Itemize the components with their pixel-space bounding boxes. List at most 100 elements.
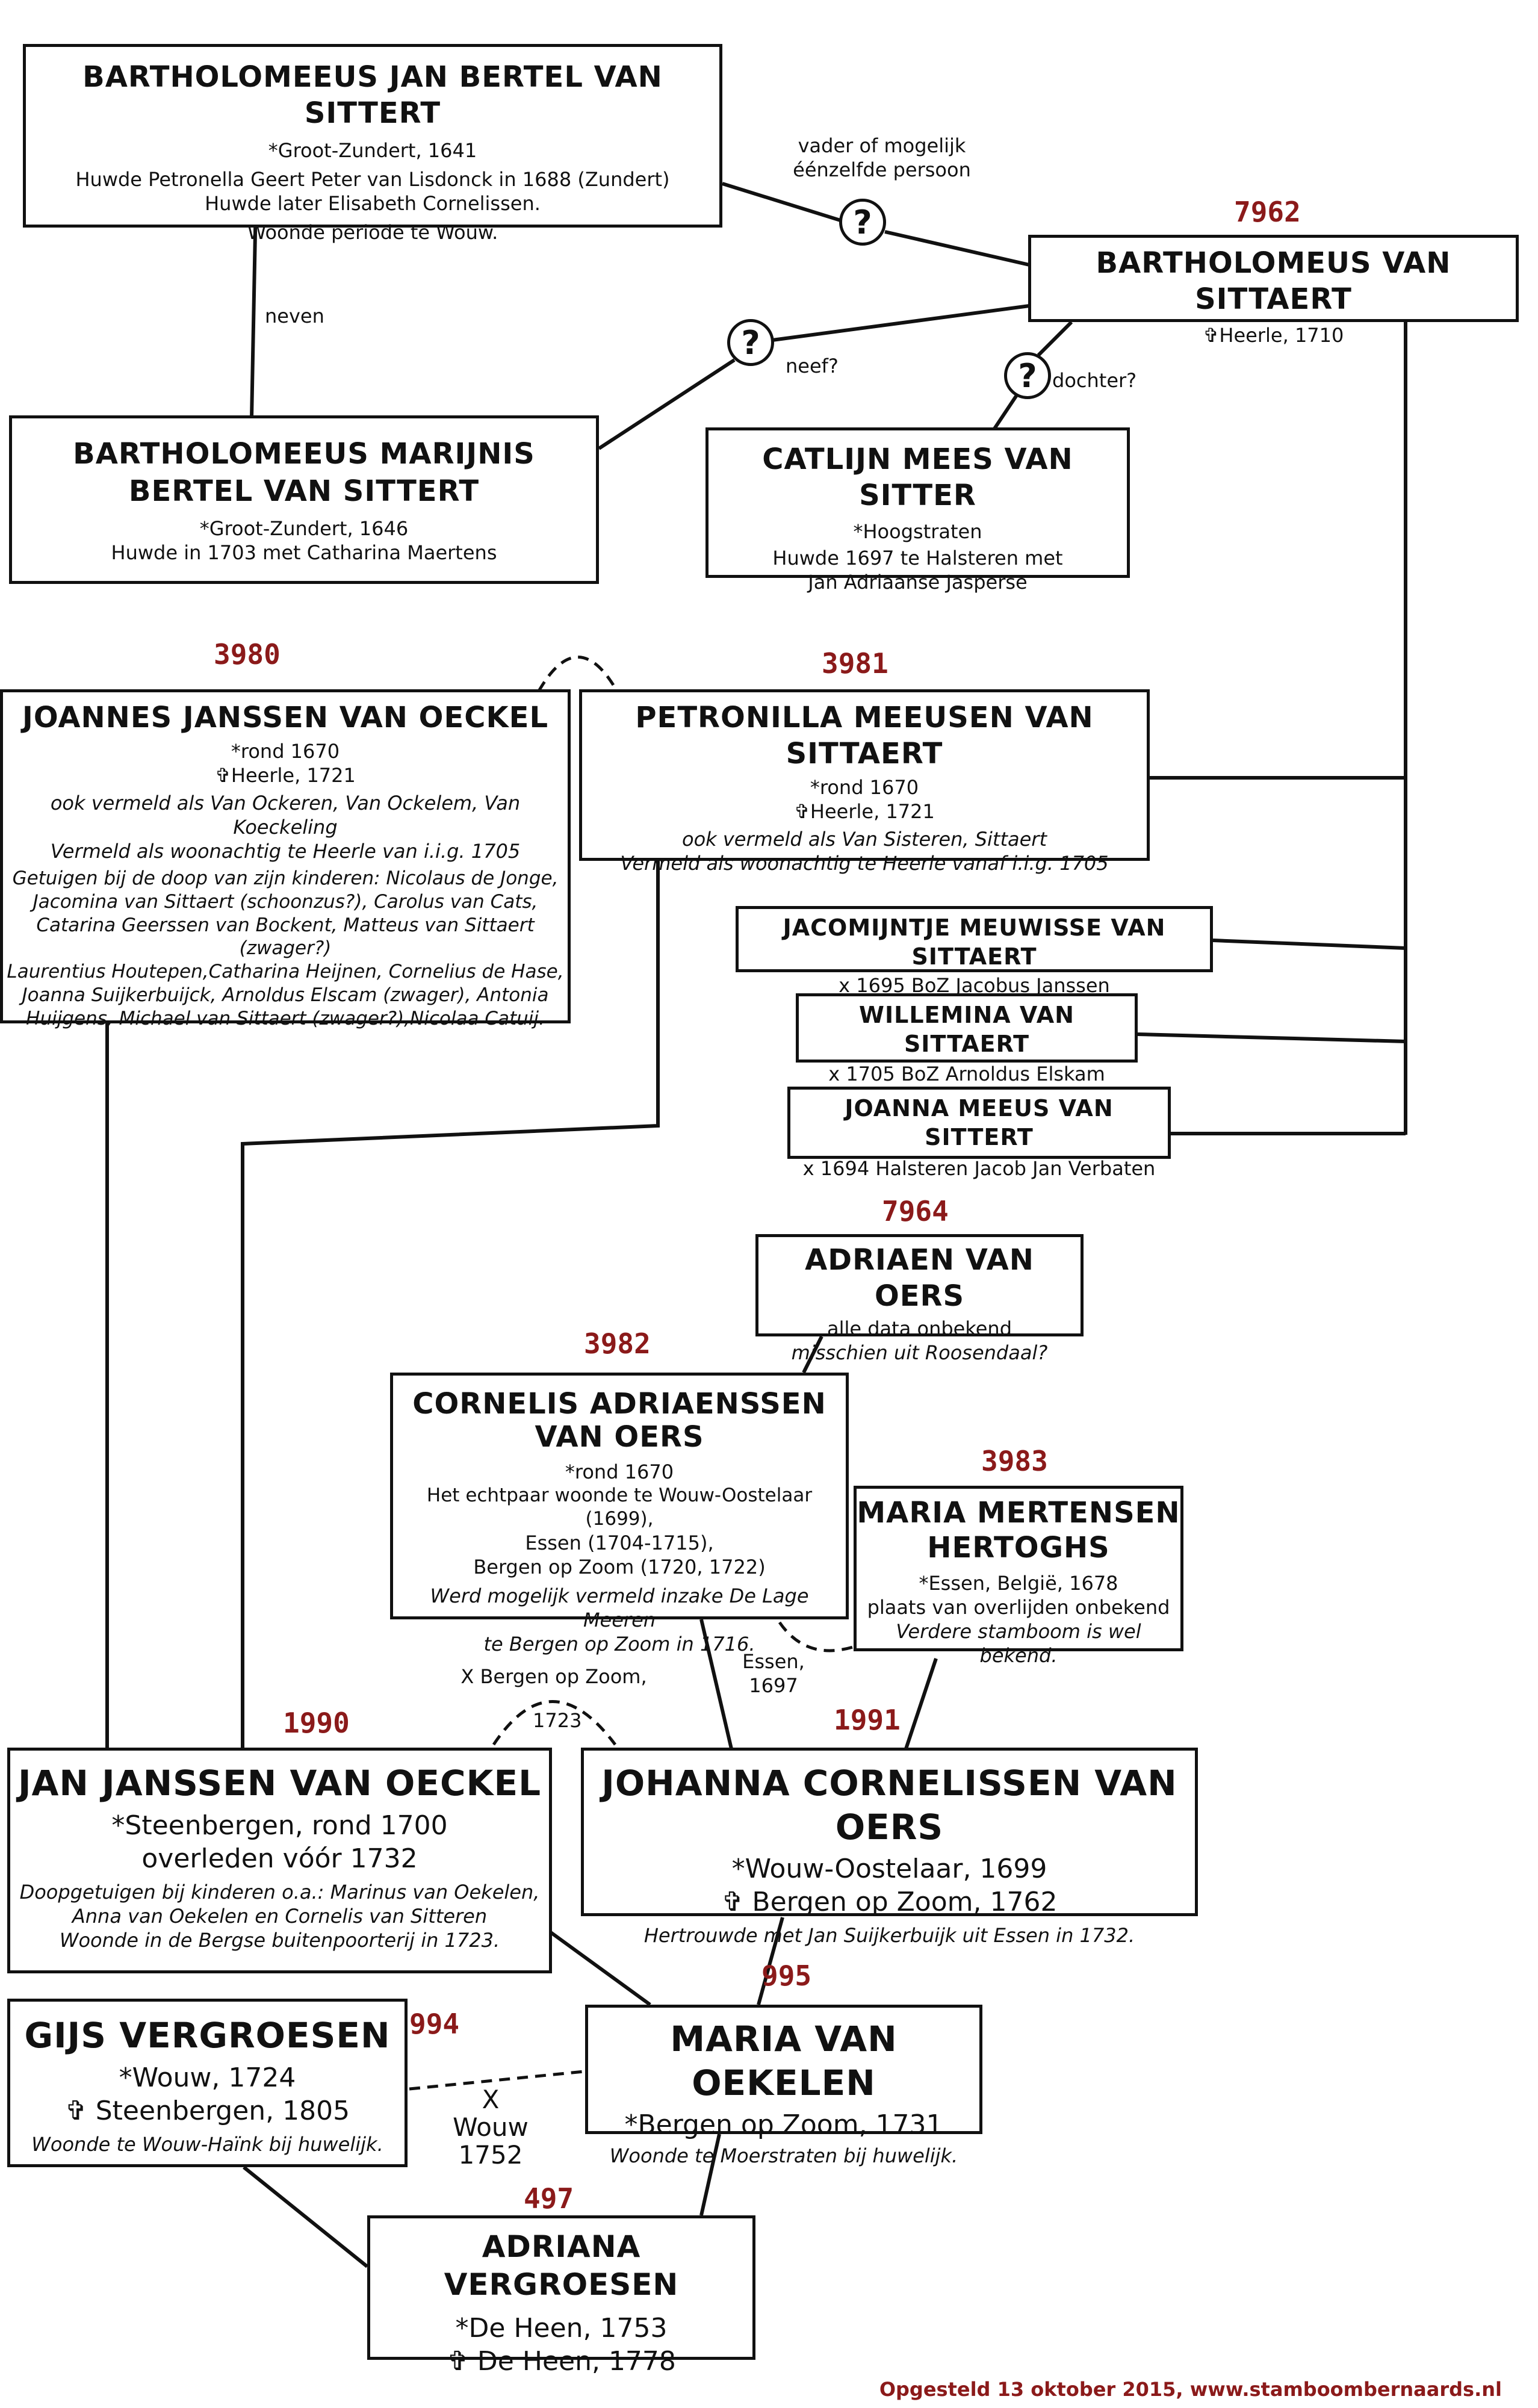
person-detail: *Groot-Zundert, 1641 bbox=[268, 139, 477, 162]
person-name: JOANNES JANSSEN VAN OECKEL bbox=[22, 701, 549, 734]
person-box-jacomijntje[interactable]: JACOMIJNTJE MEUWISSE VAN SITTAERT x 1695… bbox=[736, 906, 1213, 997]
person-box-bartholomeeus-jan-bertel[interactable]: BARTHOLOMEEUS JAN BERTEL VAN SITTERT *Gr… bbox=[23, 44, 722, 244]
number-1991: 1991 bbox=[834, 1704, 901, 1736]
person-box-joanna-meeus[interactable]: JOANNA MEEUS VAN SITTERT x 1694 Halstere… bbox=[787, 1087, 1171, 1180]
person-note: ook vermeld als Van Ockeren, Van Ockelem… bbox=[50, 792, 521, 839]
person-detail: Huwde 1697 te Halsteren met bbox=[772, 547, 1063, 569]
line-question-bvs bbox=[884, 230, 1030, 267]
person-note: Doopgetuigen bij kinderen o.a.: Marinus … bbox=[19, 1880, 540, 1904]
label-marriage-1723-year: 1723 bbox=[533, 1709, 582, 1732]
person-box-jan-janssen[interactable]: JAN JANSSEN VAN OECKEL *Steenbergen, ron… bbox=[7, 1748, 552, 1973]
person-name: WILLEMINA VAN SITTAERT bbox=[859, 1002, 1074, 1057]
person-box-adriaen-van-oers[interactable]: ADRIAEN VAN OERS alle data onbekend miss… bbox=[755, 1234, 1084, 1364]
person-note: Werd mogelijk vermeld inzake De Lage Mee… bbox=[430, 1584, 809, 1631]
line-avo-cavo bbox=[802, 1335, 823, 1374]
line-janvo-mvo bbox=[550, 1931, 651, 2006]
person-box-joannes-janssen[interactable]: JOANNES JANSSEN VAN OECKEL *rond 1670 ✞H… bbox=[0, 689, 571, 1029]
person-detail: Bergen op Zoom (1720, 1722) bbox=[473, 1555, 766, 1578]
person-box-petronilla-meeusen[interactable]: PETRONILLA MEEUSEN VAN SITTAERT *rond 16… bbox=[579, 689, 1150, 875]
person-detail: Het echtpaar woonde te Wouw-Oostelaar (1… bbox=[426, 1485, 813, 1530]
person-note: Vermeld als woonachtig te Heerle vanaf i… bbox=[620, 852, 1109, 875]
person-box-willemina[interactable]: WILLEMINA VAN SITTAERT x 1705 BoZ Arnold… bbox=[796, 993, 1138, 1085]
person-name: BARTHOLOMEEUS JAN BERTEL VAN SITTERT bbox=[82, 60, 663, 130]
label-dochter: dochter? bbox=[1052, 369, 1137, 392]
number-3981: 3981 bbox=[822, 647, 888, 680]
person-detail: ✞Heerle, 1721 bbox=[215, 764, 356, 787]
person-name: BARTHOLOMEEUS MARIJNIS BERTEL VAN SITTER… bbox=[73, 437, 535, 509]
person-name: CATLIJN MEES VAN SITTER bbox=[762, 442, 1073, 512]
person-box-cornelis-adriaenssen[interactable]: CORNELIS ADRIAENSSEN VAN OERS *rond 1670… bbox=[390, 1373, 849, 1656]
person-box-adriana-vergroesen[interactable]: ADRIANA VERGROESEN *De Heen, 1753 ✞ De H… bbox=[367, 2215, 755, 2377]
person-detail: x 1705 BoZ Arnoldus Elskam bbox=[828, 1063, 1105, 1085]
label-neven: neven bbox=[265, 305, 324, 327]
person-name: ADRIANA VERGROESEN bbox=[444, 2229, 679, 2302]
person-box-bartholomeus-van-sittaert[interactable]: BARTHOLOMEUS VAN SITTAERT ✞Heerle, 1710 bbox=[1028, 235, 1519, 347]
person-box-bartholomeeus-marijnis[interactable]: BARTHOLOMEEUS MARIJNIS BERTEL VAN SITTER… bbox=[9, 415, 599, 584]
line-question-cmvs bbox=[991, 393, 1019, 432]
person-detail: *Steenbergen, rond 1700 bbox=[111, 1810, 448, 1841]
person-box-johanna-cornelissen[interactable]: JOHANNA CORNELISSEN VAN OERS *Wouw-Ooste… bbox=[581, 1748, 1198, 1947]
person-name: BARTHOLOMEUS VAN SITTAERT bbox=[1096, 246, 1451, 316]
person-detail: ✞ Bergen op Zoom, 1762 bbox=[721, 1887, 1058, 1917]
person-detail: *Wouw, 1724 bbox=[119, 2062, 296, 2093]
person-note: Jacomina van Sittaert (schoonzus?), Caro… bbox=[33, 890, 538, 913]
person-box-gijs-vergroesen[interactable]: GIJS VERGROESEN *Wouw, 1724 ✞ Steenberge… bbox=[7, 1999, 408, 2167]
line-mvo-av bbox=[699, 2133, 721, 2216]
marriage-arc-1990-1991 bbox=[492, 1700, 617, 1746]
person-name: JAN JANSSEN VAN OECKEL bbox=[17, 1763, 542, 1804]
line-neven bbox=[250, 201, 258, 419]
person-detail: *De Heen, 1753 bbox=[455, 2313, 668, 2344]
person-box-maria-mertensen[interactable]: MARIA MERTENSEN HERTOGHS *Essen, België,… bbox=[854, 1486, 1183, 1667]
person-note: ook vermeld als Van Sisteren, Sittaert bbox=[682, 828, 1047, 851]
number-7964: 7964 bbox=[882, 1195, 949, 1227]
person-detail: Essen (1704-1715), bbox=[525, 1531, 714, 1554]
label-marriage-1723: X Bergen op Zoom, bbox=[460, 1665, 647, 1688]
person-name: JACOMIJNTJE MEUWISSE VAN SITTAERT bbox=[783, 914, 1166, 970]
person-detail: plaats van overlijden onbekend bbox=[867, 1596, 1170, 1619]
number-7962: 7962 bbox=[1234, 196, 1301, 228]
person-detail: Huwde in 1703 met Catharina Maertens bbox=[111, 541, 497, 564]
person-detail: x 1695 BoZ Jacobus Janssen bbox=[839, 974, 1110, 997]
question-marker: ? bbox=[727, 319, 774, 366]
marriage-arc-3980-3981 bbox=[537, 656, 619, 692]
line-cavo-jcvo bbox=[699, 1619, 733, 1749]
person-name: JOHANNA CORNELISSEN VAN OERS bbox=[601, 1763, 1177, 1848]
person-note: Getuigen bij de doop van zijn kinderen: … bbox=[12, 867, 559, 889]
person-detail: Huwde later Elisabeth Cornelissen. bbox=[205, 192, 541, 215]
person-detail: Jan Adriaanse Jasperse bbox=[808, 571, 1028, 594]
number-1990: 1990 bbox=[283, 1707, 350, 1739]
person-note: Woonde te Moerstraten bij huwelijk. bbox=[609, 2144, 958, 2167]
person-detail: *rond 1670 bbox=[810, 776, 919, 799]
person-detail: Huwde Petronella Geert Peter van Lisdonc… bbox=[75, 168, 670, 191]
person-detail: overleden vóór 1732 bbox=[141, 1843, 418, 1874]
marriage-line-994-995 bbox=[409, 2069, 591, 2091]
person-detail: *rond 1670 bbox=[565, 1460, 674, 1484]
line-child-jmvs bbox=[1212, 939, 1406, 950]
number-3983: 3983 bbox=[981, 1445, 1048, 1477]
line-bjbvs-question bbox=[722, 182, 858, 228]
person-detail: *Wouw-Oostelaar, 1699 bbox=[731, 1854, 1047, 1884]
line-bvs-question-3 bbox=[1037, 320, 1073, 357]
person-note: misschien uit Roosendaal? bbox=[791, 1341, 1048, 1364]
line-question-bvs-2 bbox=[772, 304, 1030, 342]
number-3980: 3980 bbox=[214, 638, 281, 671]
person-name: GIJS VERGROESEN bbox=[24, 2015, 391, 2056]
person-detail: x 1694 Halsteren Jacob Jan Verbaten bbox=[802, 1157, 1156, 1180]
person-note: Vermeld als woonachtig te Heerle van i.i… bbox=[50, 840, 521, 863]
person-box-maria-van-oekelen[interactable]: MARIA VAN OEKELEN *Bergen op Zoom, 1731 … bbox=[585, 2005, 982, 2167]
person-note: Joanna Suijkerbuijck, Arnoldus Elscam (z… bbox=[22, 984, 549, 1006]
number-994: 994 bbox=[409, 2008, 460, 2040]
person-note: Verdere stamboom is wel bekend. bbox=[896, 1620, 1141, 1668]
person-note: Anna van Oekelen en Cornelis van Sittere… bbox=[72, 1904, 488, 1928]
person-name: MARIA VAN OEKELEN bbox=[670, 2019, 898, 2103]
person-name: CORNELIS ADRIAENSSEN VAN OERS bbox=[412, 1387, 826, 1454]
person-box-catlijn-mees[interactable]: CATLIJN MEES VAN SITTER *Hoogstraten Huw… bbox=[705, 427, 1130, 594]
footer-credit: Opgesteld 13 oktober 2015, www.stamboomb… bbox=[879, 2378, 1502, 2401]
person-note: Woonde te Wouw-Haïnk bij huwelijk. bbox=[31, 2132, 383, 2156]
person-detail: *Hoogstraten bbox=[853, 520, 982, 543]
person-detail: ✞ Steenbergen, 1805 bbox=[64, 2095, 350, 2126]
line-gv-av bbox=[243, 2165, 368, 2268]
line-mmh-jcvo bbox=[904, 1658, 938, 1749]
label-neef: neef? bbox=[786, 355, 839, 377]
